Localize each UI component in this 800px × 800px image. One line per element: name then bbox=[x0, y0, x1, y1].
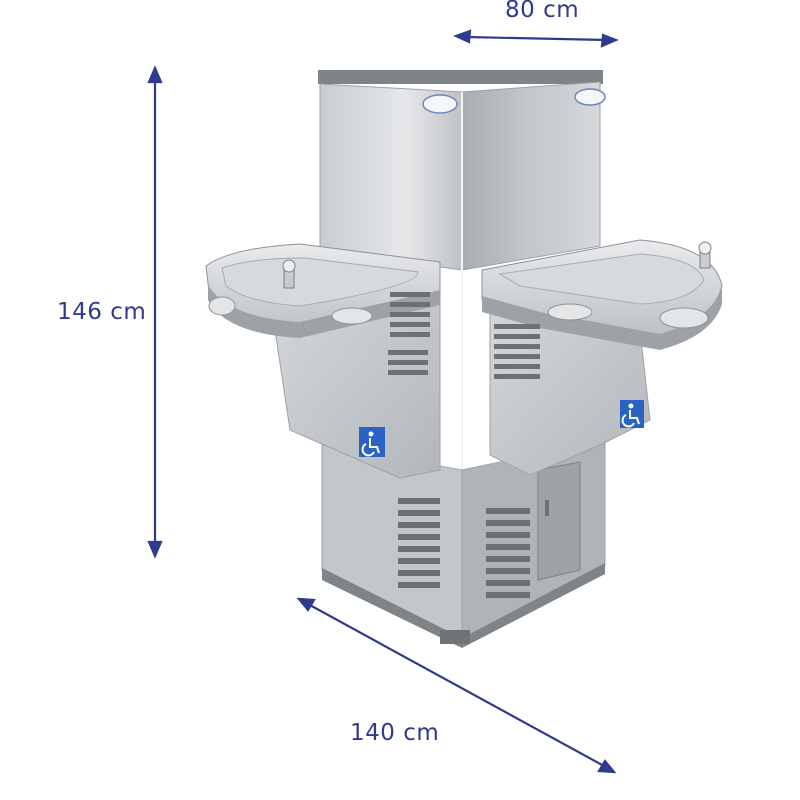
dimension-label-height: 146 cm bbox=[57, 299, 147, 325]
drinking-bubbler-icon bbox=[698, 241, 712, 269]
dimension-line-width bbox=[453, 29, 619, 48]
right-fountain-unit bbox=[481, 239, 723, 476]
drinking-bubbler-icon bbox=[282, 259, 296, 289]
wheelchair-accessibility-icon bbox=[620, 400, 644, 428]
brand-logo-badge bbox=[422, 88, 606, 114]
left-fountain-unit bbox=[205, 243, 441, 479]
dimension-line-depth bbox=[296, 597, 617, 774]
dimension-line-height bbox=[147, 65, 163, 559]
lower-cabinet bbox=[321, 439, 606, 648]
dimension-label-width: 80 cm bbox=[505, 0, 580, 23]
wheelchair-accessibility-icon bbox=[359, 427, 385, 457]
dimension-label-depth: 140 cm bbox=[350, 720, 440, 746]
